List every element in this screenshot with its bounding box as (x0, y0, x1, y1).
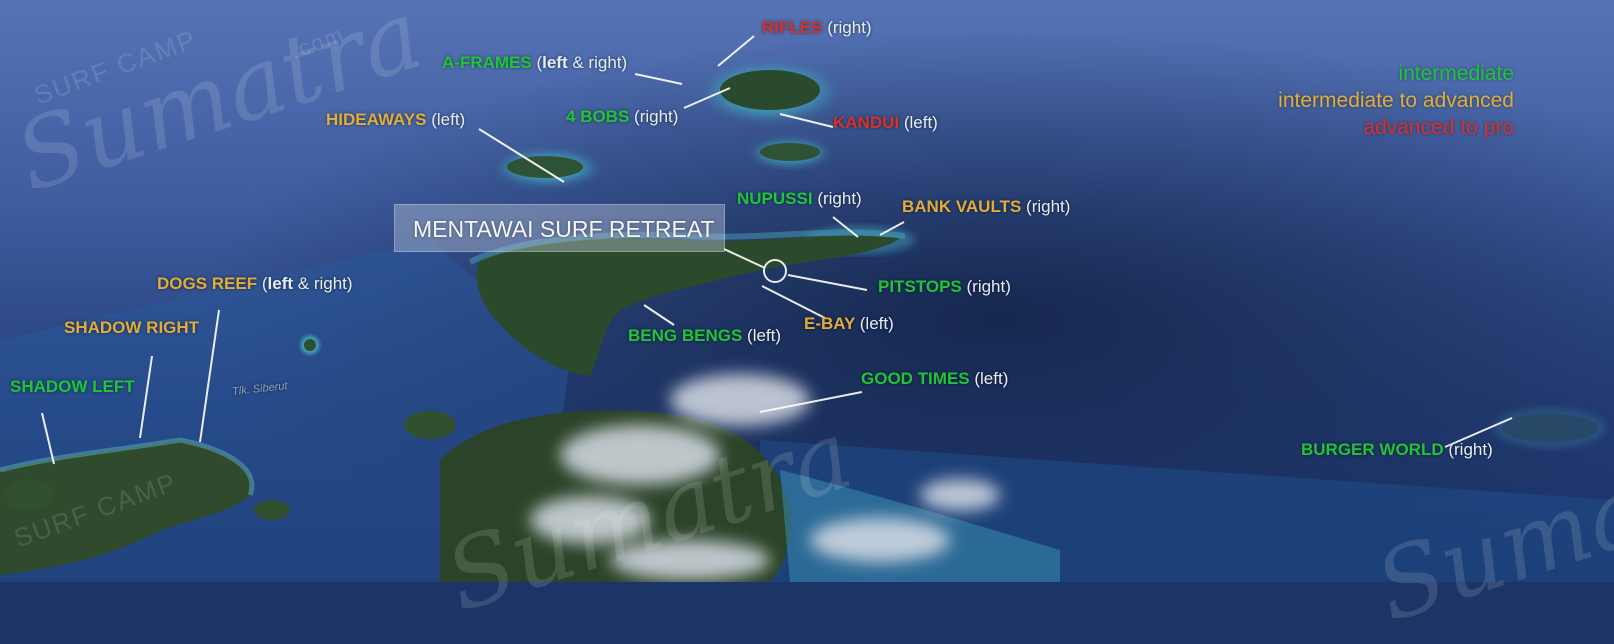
spot-shadow-left: SHADOW LEFT (10, 377, 135, 397)
spot-rifles-side: (right) (827, 18, 872, 37)
spot-beng-bengs-side: (left) (747, 326, 782, 345)
spot-nupussi: NUPUSSI (right) (737, 189, 862, 209)
spot-shadow-right-name: SHADOW RIGHT (64, 318, 200, 337)
spot-good-times-name: GOOD TIMES (861, 369, 970, 388)
spot-burger-world: BURGER WORLD (right) (1301, 440, 1493, 460)
spot-hideaways-name: HIDEAWAYS (326, 110, 427, 129)
spot-rifles: RIFLES (right) (762, 18, 872, 38)
spot-e-bay-name: E-BAY (804, 314, 856, 333)
spot-kandui-name: KANDUI (833, 113, 900, 132)
spot-4-bobs: 4 BOBS (right) (566, 107, 678, 127)
spot-nupussi-name: NUPUSSI (737, 189, 813, 208)
spot-bank-vaults: BANK VAULTS (right) (902, 197, 1070, 217)
spot-bank-vaults-name: BANK VAULTS (902, 197, 1022, 216)
spot-nupussi-side: (right) (817, 189, 862, 208)
spot-beng-bengs-name: BENG BENGS (628, 326, 743, 345)
spot-burger-world-name: BURGER WORLD (1301, 440, 1444, 459)
spot-dogs-reef-side: (left & right) (261, 274, 353, 293)
aerial-map (0, 0, 1614, 582)
legend-intermediate: intermediate (1398, 62, 1514, 85)
spot-beng-bengs: BENG BENGS (left) (628, 326, 781, 346)
spot-burger-world-side: (right) (1448, 440, 1493, 459)
spot-kandui: KANDUI (left) (833, 113, 938, 133)
difficulty-legend: intermediate intermediate to advanced ad… (1278, 60, 1514, 141)
spot-hideaways: HIDEAWAYS (left) (326, 110, 465, 130)
mentawai-surf-retreat-label: MENTAWAI SURF RETREAT (394, 204, 725, 252)
spot-shadow-right: SHADOW RIGHT (64, 318, 199, 338)
spot-dogs-reef: DOGS REEF (left & right) (157, 274, 353, 294)
legend-advanced-pro: advanced to pro (1363, 116, 1514, 139)
spot-dogs-reef-name: DOGS REEF (157, 274, 258, 293)
spot-a-frames-side: (left & right) (536, 53, 628, 72)
spot-bank-vaults-side: (right) (1026, 197, 1071, 216)
spot-shadow-left-name: SHADOW LEFT (10, 377, 135, 396)
spot-pitstops: PITSTOPS (right) (878, 277, 1011, 297)
spot-good-times: GOOD TIMES (left) (861, 369, 1008, 389)
spot-a-frames-name: A-FRAMES (442, 53, 532, 72)
spot-e-bay: E-BAY (left) (804, 314, 894, 334)
spot-good-times-side: (left) (974, 369, 1009, 388)
legend-intermediate-advanced: intermediate to advanced (1278, 89, 1514, 112)
spot-hideaways-side: (left) (431, 110, 466, 129)
spot-pitstops-side: (right) (966, 277, 1011, 296)
spot-e-bay-side: (left) (859, 314, 894, 333)
spot-kandui-side: (left) (903, 113, 938, 132)
spot-4-bobs-side: (right) (634, 107, 679, 126)
spot-a-frames: A-FRAMES (left & right) (442, 53, 627, 73)
spot-4-bobs-name: 4 BOBS (566, 107, 630, 126)
spot-pitstops-name: PITSTOPS (878, 277, 962, 296)
spot-rifles-name: RIFLES (762, 18, 823, 37)
